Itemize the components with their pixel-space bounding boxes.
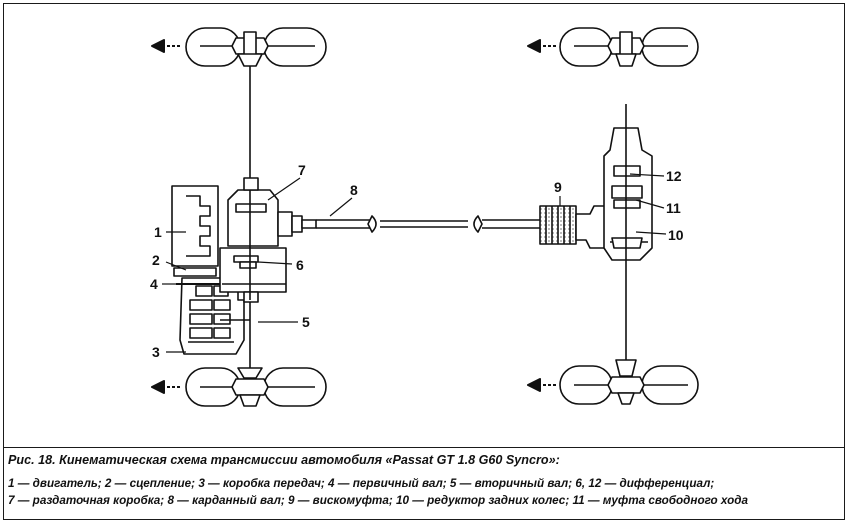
arrow-rear-top <box>527 39 556 53</box>
figure-frame <box>3 3 845 520</box>
legend-separator: ; <box>710 477 715 490</box>
tyre-front-top-right <box>263 27 327 67</box>
legend-separator: ; <box>97 477 105 490</box>
legend-item: 4 — первичный вал <box>328 477 443 490</box>
callout-6: 6 <box>296 257 304 273</box>
transmission-diagram: 1 2 4 3 5 6 7 8 9 10 11 12 <box>150 27 699 407</box>
rear-bottom-axle-assembly <box>527 359 699 405</box>
callout-8: 8 <box>350 182 358 198</box>
callout-9: 9 <box>554 179 562 195</box>
tyre-rear-top-right <box>641 27 699 67</box>
front-bottom-axle-assembly <box>151 367 327 407</box>
callout-5: 5 <box>302 314 310 330</box>
callout-4: 4 <box>150 276 158 292</box>
legend-item: 1 — двигатель <box>8 477 98 490</box>
callout-12: 12 <box>666 168 682 184</box>
front-top-axle-assembly <box>151 27 327 67</box>
figure-caption: Рис. 18. Кинематическая схема трансмисси… <box>8 452 844 509</box>
engine-block <box>171 185 219 267</box>
caption-title: Рис. 18. Кинематическая схема трансмисси… <box>8 453 560 467</box>
caption-separator <box>4 447 845 448</box>
legend-line-1: 1 — двигатель; 2 — сцепление; 3 — коробк… <box>8 475 844 492</box>
legend-separator: ; <box>160 494 168 507</box>
legend-separator: ; <box>442 477 450 490</box>
callout-1: 1 <box>154 224 162 240</box>
legend-separator: ; <box>191 477 199 490</box>
legend-item: 5 — вторичный вал <box>449 477 569 490</box>
legend-separator: ; <box>320 477 329 490</box>
callout-10: 10 <box>668 227 684 243</box>
legend-item: 2 — сцепление <box>104 477 192 490</box>
callout-2: 2 <box>152 252 160 268</box>
callout-7: 7 <box>298 162 306 178</box>
legend-item: 11 — муфта свободного хода <box>572 494 749 507</box>
legend-separator: ; <box>388 494 396 507</box>
legend-separator: ; <box>568 477 576 490</box>
transfer-box <box>219 177 317 303</box>
legend-separator: ; <box>565 494 573 507</box>
clutch <box>173 267 217 277</box>
legend-item: 3 — коробка передач <box>198 477 321 490</box>
legend-line-2: 7 — раздаточная коробка; 8 — карданный в… <box>8 492 844 509</box>
arrow-front-top <box>151 39 182 53</box>
legend-item: 9 — вискомуфта <box>288 494 389 507</box>
propeller-shaft <box>316 215 540 233</box>
legend-separator: ; <box>280 494 288 507</box>
rear-final-drive <box>575 104 653 360</box>
legend-item: 7 — раздаточная коробка <box>8 494 161 507</box>
legend-item: 10 — редуктор задних колес <box>395 494 566 507</box>
callout-11: 11 <box>666 200 681 216</box>
viscous-coupling <box>539 205 577 245</box>
legend-item: 8 — карданный вал <box>167 494 281 507</box>
callout-3: 3 <box>152 344 160 360</box>
arrow-rear-bottom <box>527 378 556 392</box>
arrow-front-bottom <box>151 380 182 394</box>
tyre-rear-top-left <box>559 27 613 67</box>
legend-item: 6, 12 — дифференциал <box>575 477 711 490</box>
rear-top-axle-assembly <box>527 27 699 67</box>
